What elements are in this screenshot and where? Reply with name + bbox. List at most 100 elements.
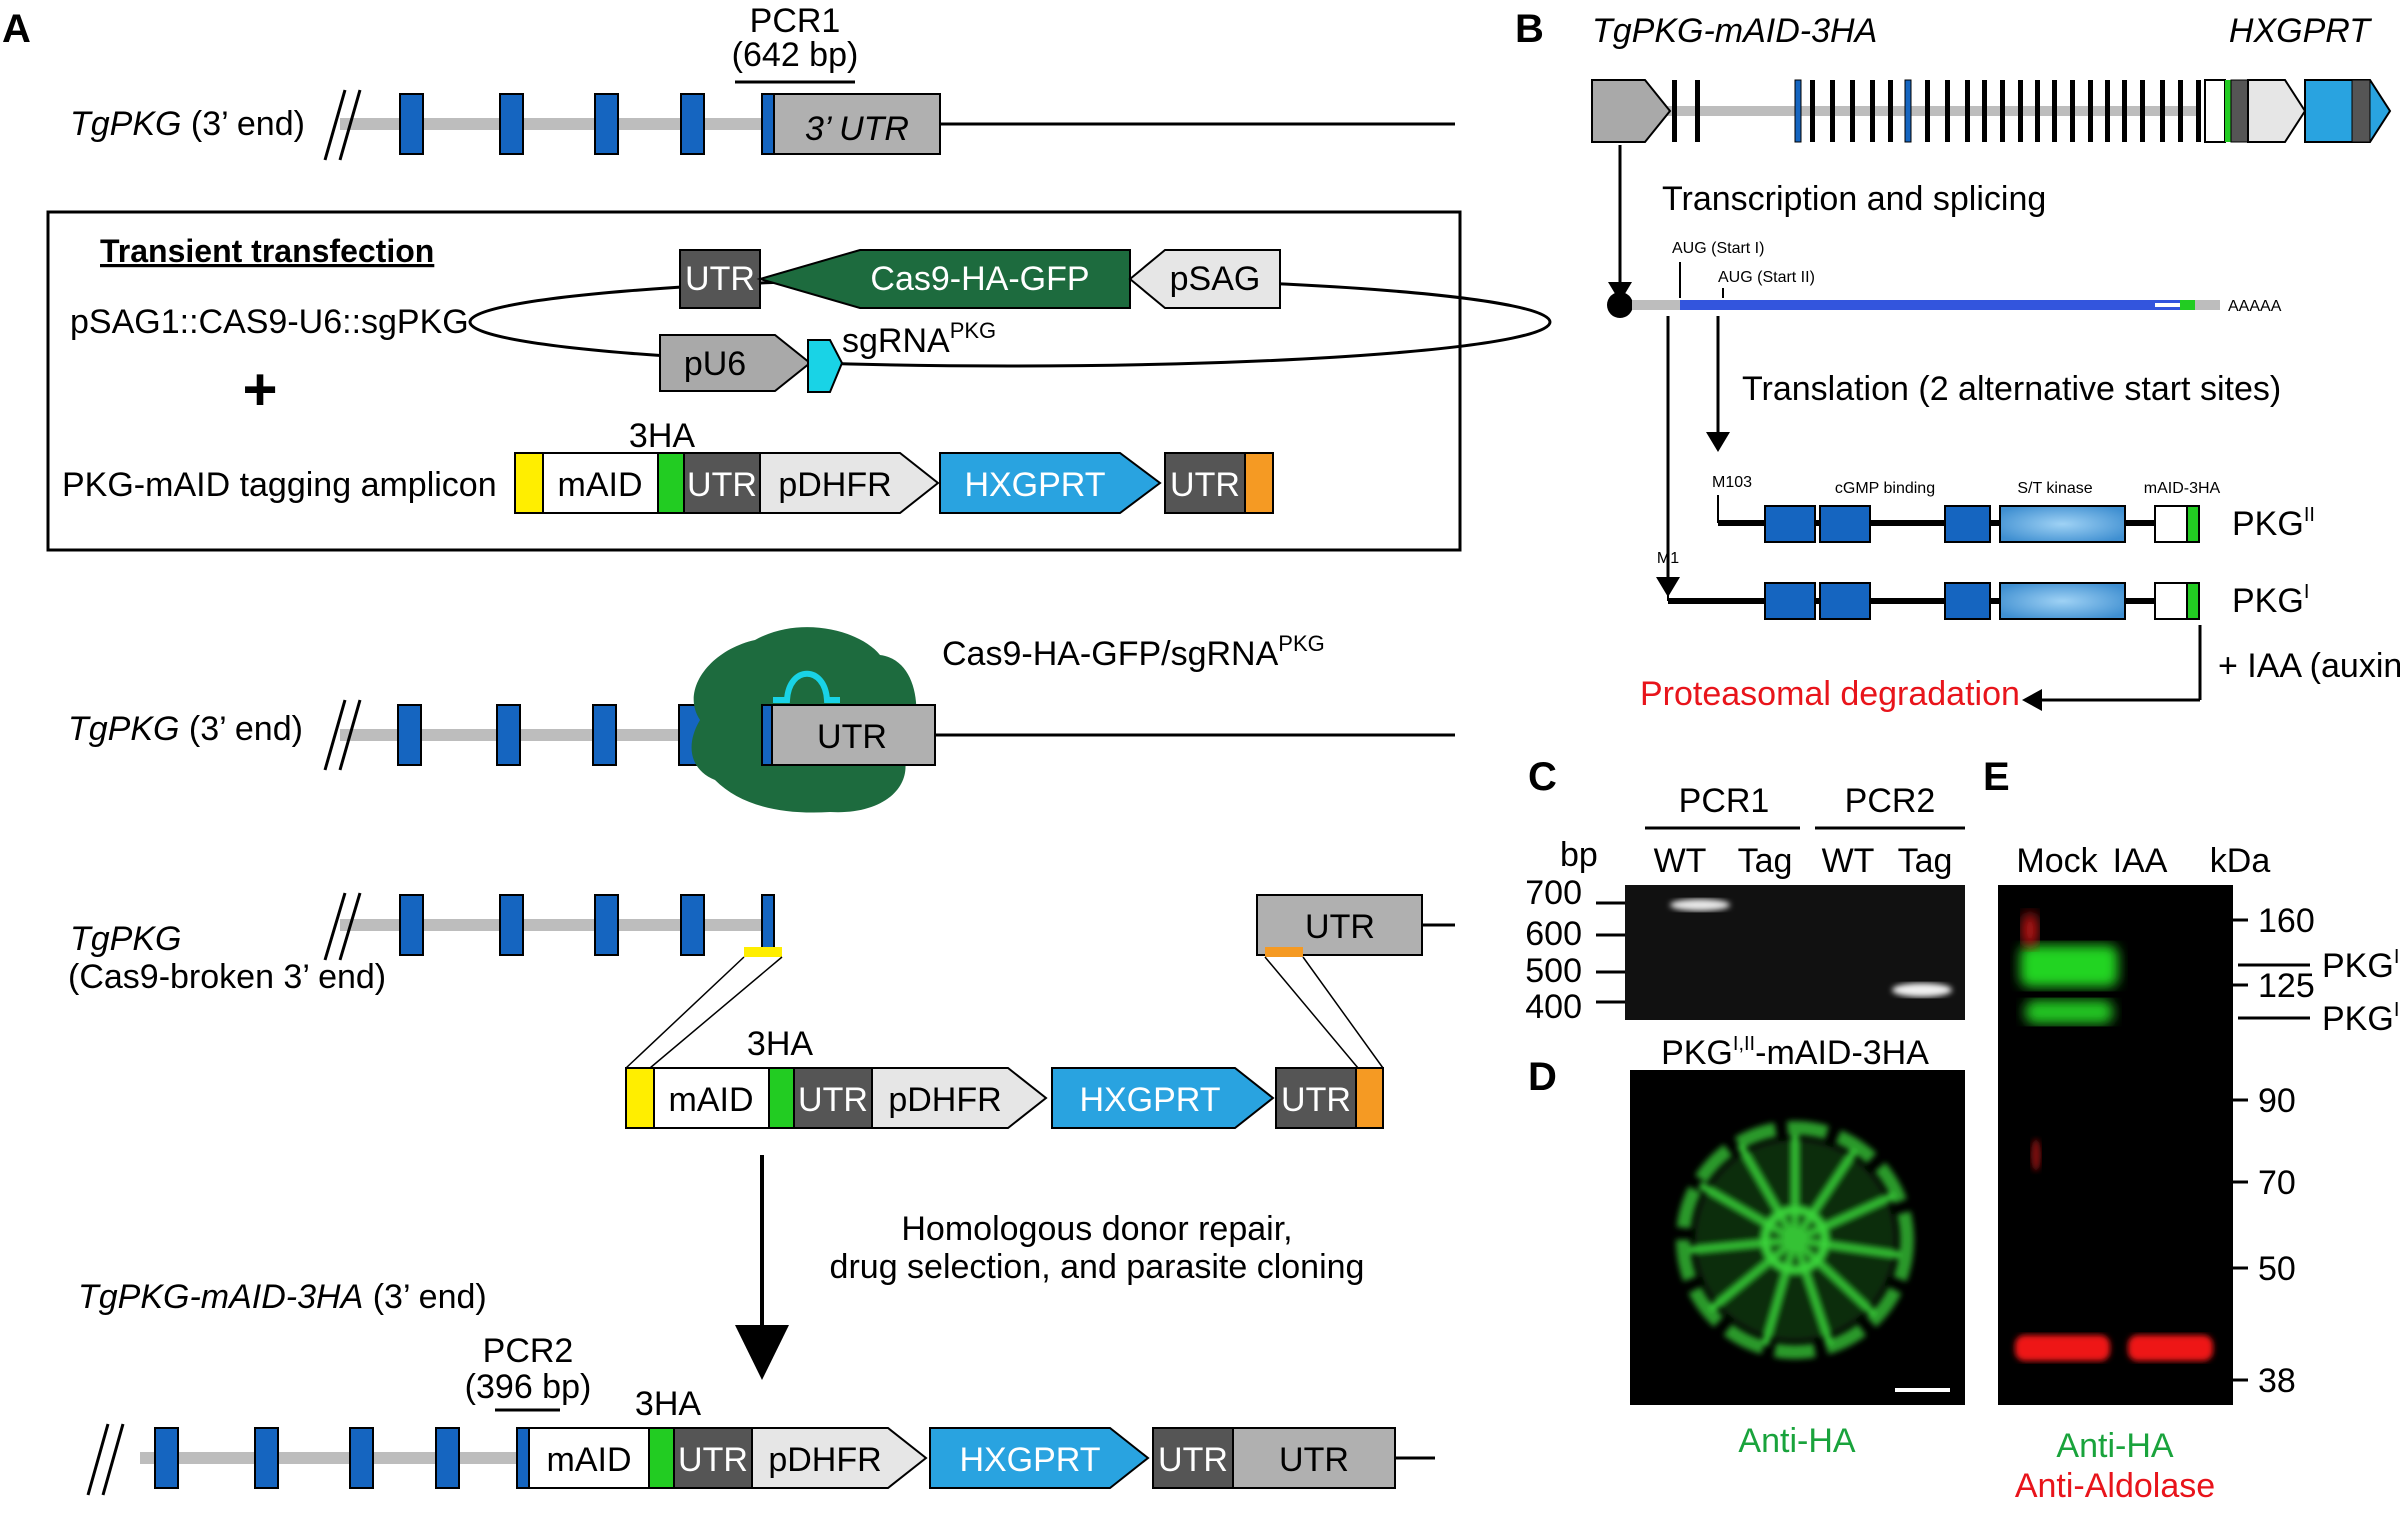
pcr1-size: (642 bp) bbox=[732, 36, 859, 74]
e-lane-mock: Mock bbox=[2016, 842, 2098, 880]
b-locus-label: TgPKG-mAID-3HA bbox=[1592, 12, 1877, 50]
c-lane-3: WT bbox=[1822, 842, 1875, 880]
e-kda: kDa bbox=[2210, 842, 2271, 880]
amplicon-pdhfr: pDHFR bbox=[778, 466, 891, 504]
broken-utr: UTR bbox=[1305, 908, 1375, 946]
m1-label: M1 bbox=[1657, 550, 1679, 567]
complex-label: Cas9-HA-GFP/sgRNAPKG bbox=[942, 631, 1325, 673]
iaa-label: + IAA (auxin) bbox=[2218, 647, 2400, 685]
c-lane-2: Tag bbox=[1738, 842, 1793, 880]
locus-wt: 3’ UTR PCR1 (642 bp) TgPKG (3’ end) bbox=[70, 2, 1455, 161]
c-marker-500: 500 bbox=[1525, 952, 1582, 990]
plasmid-name: pSAG1::CAS9-U6::sgPKG bbox=[70, 303, 469, 341]
donor-utr2: UTR bbox=[1281, 1081, 1351, 1119]
c-marker-700: 700 bbox=[1525, 874, 1582, 912]
donor-construct: 3HA mAID UTR pDHFR HXGPRT UTR bbox=[625, 1025, 1384, 1129]
amplicon-maid: mAID bbox=[558, 466, 643, 504]
plasmid-utr: UTR bbox=[685, 260, 755, 298]
locus1-label: TgPKG (3’ end) bbox=[70, 105, 305, 143]
donor-utr1: UTR bbox=[798, 1081, 868, 1119]
utr3-label: 3’ UTR bbox=[805, 110, 909, 148]
m103-label: M103 bbox=[1712, 474, 1752, 491]
panel-label-e: E bbox=[1983, 755, 2010, 799]
final-utr1: UTR bbox=[678, 1441, 748, 1479]
locus-tagged: TgPKG-mAID-3HA (3’ end) PCR2 (396 bp) 3H… bbox=[78, 1278, 1435, 1496]
b-locus bbox=[1591, 79, 2392, 143]
pcr2-label: PCR2 bbox=[483, 1332, 574, 1370]
e-pkg2-label: PKGII bbox=[2322, 999, 2400, 1038]
donor-pdhfr: pDHFR bbox=[888, 1081, 1001, 1119]
e-marker-50: 50 bbox=[2258, 1250, 2296, 1288]
psag-label: pSAG bbox=[1170, 260, 1261, 298]
sgrna-label: sgRNAPKG bbox=[842, 318, 996, 360]
e-stain2: Anti-Aldolase bbox=[2015, 1467, 2215, 1505]
e-pkg1-label: PKGI bbox=[2322, 946, 2399, 985]
pkg1-protein: M1 PKGI bbox=[1657, 550, 2309, 620]
final-utr3: UTR bbox=[1279, 1441, 1349, 1479]
aug2-label: AUG (Start II) bbox=[1718, 269, 1815, 286]
pkg2-label: PKGII bbox=[2232, 504, 2315, 543]
e-stain1: Anti-HA bbox=[2056, 1427, 2173, 1465]
repair-line1: Homologous donor repair, bbox=[901, 1210, 1292, 1248]
plus-sign: + bbox=[242, 356, 277, 423]
c-marker-600: 600 bbox=[1525, 915, 1582, 953]
gel-band-tag bbox=[1892, 983, 1952, 997]
donor-3ha: 3HA bbox=[747, 1025, 813, 1063]
broken-sublabel: (Cas9-broken 3’ end) bbox=[68, 958, 386, 996]
d-stain: Anti-HA bbox=[1738, 1422, 1855, 1460]
aug1-label: AUG (Start I) bbox=[1672, 240, 1764, 257]
amplicon-utr1: UTR bbox=[687, 466, 757, 504]
amplicon-name: PKG-mAID tagging amplicon bbox=[62, 466, 497, 504]
b-hxgprt-label: HXGPRT bbox=[2229, 12, 2372, 50]
final-pdhfr: pDHFR bbox=[768, 1441, 881, 1479]
transcription-label: Transcription and splicing bbox=[1662, 180, 2046, 218]
final-3ha: 3HA bbox=[635, 1385, 701, 1423]
broken-label: TgPKG bbox=[70, 920, 181, 958]
pkg2-protein: M103 cGMP binding S/T kinase mAID-3HA PK… bbox=[1712, 474, 2315, 543]
cgmp-label: cGMP binding bbox=[1835, 480, 1935, 497]
locus-cas9-bound: UTR Cas9-HA-GFP/sgRNAPKG TgPKG (3’ end) bbox=[68, 627, 1455, 813]
c-lane-1: WT bbox=[1654, 842, 1707, 880]
mrna: AAAAA AUG (Start I) AUG (Start II) bbox=[1607, 240, 2282, 318]
pcr2-size: (396 bp) bbox=[465, 1368, 592, 1406]
final-maid: mAID bbox=[547, 1441, 632, 1479]
e-marker-70: 70 bbox=[2258, 1164, 2296, 1202]
repair-line2: drug selection, and parasite cloning bbox=[830, 1248, 1365, 1286]
amplicon-3ha: 3HA bbox=[629, 417, 695, 455]
blot-bands bbox=[2015, 912, 2213, 1361]
degradation-label: Proteasomal degradation bbox=[1640, 675, 2020, 713]
pu6-label: pU6 bbox=[684, 345, 746, 383]
repair-arrow: Homologous donor repair, drug selection,… bbox=[735, 1155, 1364, 1380]
cas9-label: Cas9-HA-GFP bbox=[870, 260, 1089, 298]
amplicon-hxgprt: HXGPRT bbox=[964, 466, 1105, 504]
panel-label-b: B bbox=[1515, 7, 1544, 51]
transfection-box: Transient transfection pSAG1::CAS9-U6::s… bbox=[46, 210, 1552, 552]
stkinase-label: S/T kinase bbox=[2017, 480, 2092, 497]
e-marker-160: 160 bbox=[2258, 902, 2315, 940]
amplicon-utr2: UTR bbox=[1170, 466, 1240, 504]
maid3ha-label: mAID-3HA bbox=[2144, 480, 2221, 497]
panel-label-c: C bbox=[1528, 755, 1557, 799]
locus2-utr: UTR bbox=[817, 718, 887, 756]
gel-band-wt bbox=[1670, 899, 1730, 911]
locus2-label: TgPKG (3’ end) bbox=[68, 710, 303, 748]
parasite-rosette bbox=[1676, 1121, 1914, 1359]
locus-broken: UTR TgPKG (Cas9-broken 3’ end) bbox=[68, 892, 1455, 1069]
transfection-title: Transient transfection bbox=[100, 233, 434, 269]
donor-maid: mAID bbox=[669, 1081, 754, 1119]
e-marker-38: 38 bbox=[2258, 1362, 2296, 1400]
e-marker-90: 90 bbox=[2258, 1082, 2296, 1120]
c-marker-400: 400 bbox=[1525, 988, 1582, 1026]
c-pcr1: PCR1 bbox=[1679, 782, 1770, 820]
pkg1-label: PKGI bbox=[2232, 581, 2309, 620]
panel-label-a: A bbox=[2, 7, 31, 51]
translation-label: Translation (2 alternative start sites) bbox=[1742, 370, 2281, 408]
final-utr2: UTR bbox=[1158, 1441, 1228, 1479]
final-label: TgPKG-mAID-3HA (3’ end) bbox=[78, 1278, 487, 1316]
panel-label-d: D bbox=[1528, 1055, 1557, 1099]
polya-label: AAAAA bbox=[2228, 298, 2282, 315]
e-lane-iaa: IAA bbox=[2113, 842, 2168, 880]
c-pcr2: PCR2 bbox=[1845, 782, 1936, 820]
final-hxgprt: HXGPRT bbox=[959, 1441, 1100, 1479]
